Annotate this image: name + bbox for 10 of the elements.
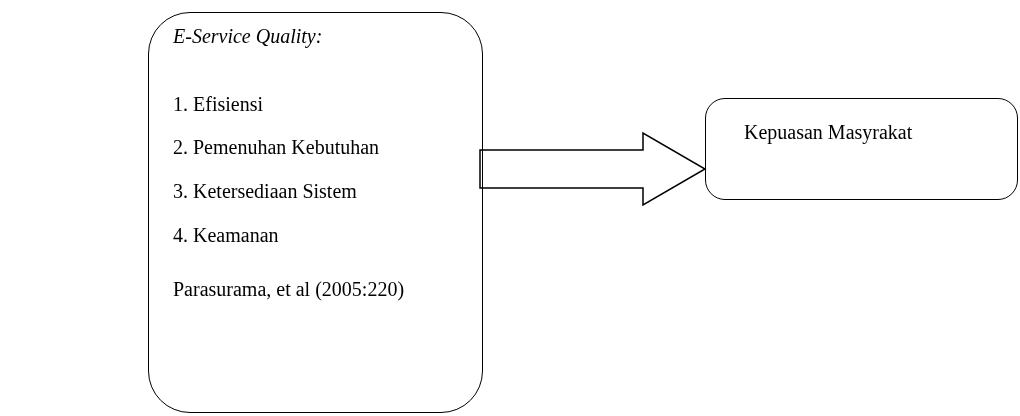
block-arrow (479, 131, 707, 207)
citation: Parasurama, et al (2005:220) (173, 278, 405, 301)
rounded-box (705, 98, 1018, 200)
box-label: Kepuasan Masyrakat (744, 121, 913, 144)
list-item: 4. Keamanan (173, 224, 279, 247)
list-item: 3. Ketersediaan Sistem (173, 180, 357, 203)
list-item: 1. Efisiensi (173, 93, 263, 116)
rounded-box (148, 12, 483, 413)
list-item: 2. Pemenuhan Kebutuhan (173, 136, 380, 159)
heading: E-Service Quality: (173, 25, 323, 48)
